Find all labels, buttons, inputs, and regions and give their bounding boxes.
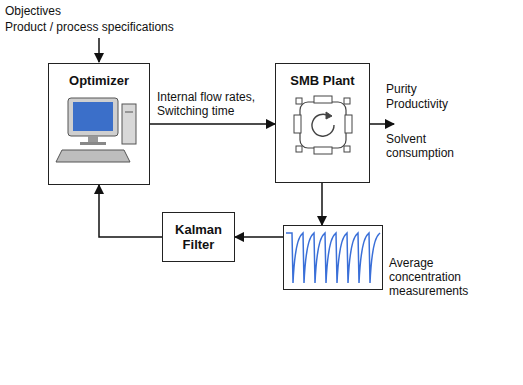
flow-arrow xyxy=(235,236,283,238)
objectives-label: Objectives xyxy=(5,4,205,18)
edge-label: Internal flow rates, Switching time xyxy=(157,90,273,118)
output-label: Productivity xyxy=(386,97,506,111)
filter-box: Kalman Filter xyxy=(162,212,235,262)
box-title: Optimizer xyxy=(52,73,146,88)
output-label: Purity xyxy=(386,82,506,96)
input-arrow xyxy=(98,38,100,62)
output-label: Solvent consumption xyxy=(386,132,476,160)
specifications-label: Product / process specifications xyxy=(5,20,265,34)
flow-arrow xyxy=(150,123,275,125)
plant-box: SMB Plant xyxy=(275,63,370,183)
smb-unit-icon xyxy=(294,96,352,154)
box-title: Kalman Filter xyxy=(166,222,231,252)
flow-arrow xyxy=(99,185,162,237)
concentration-profile xyxy=(286,233,380,283)
box-title: SMB Plant xyxy=(279,73,366,88)
output-arrow xyxy=(370,123,394,125)
measurement-label: Average concentration measurements xyxy=(389,256,489,298)
flow-arrow xyxy=(321,183,323,225)
computer-icon xyxy=(56,98,136,162)
measurement-chart: Average concentration measurements xyxy=(283,225,383,290)
optimizer-box: Optimizer xyxy=(48,63,150,185)
